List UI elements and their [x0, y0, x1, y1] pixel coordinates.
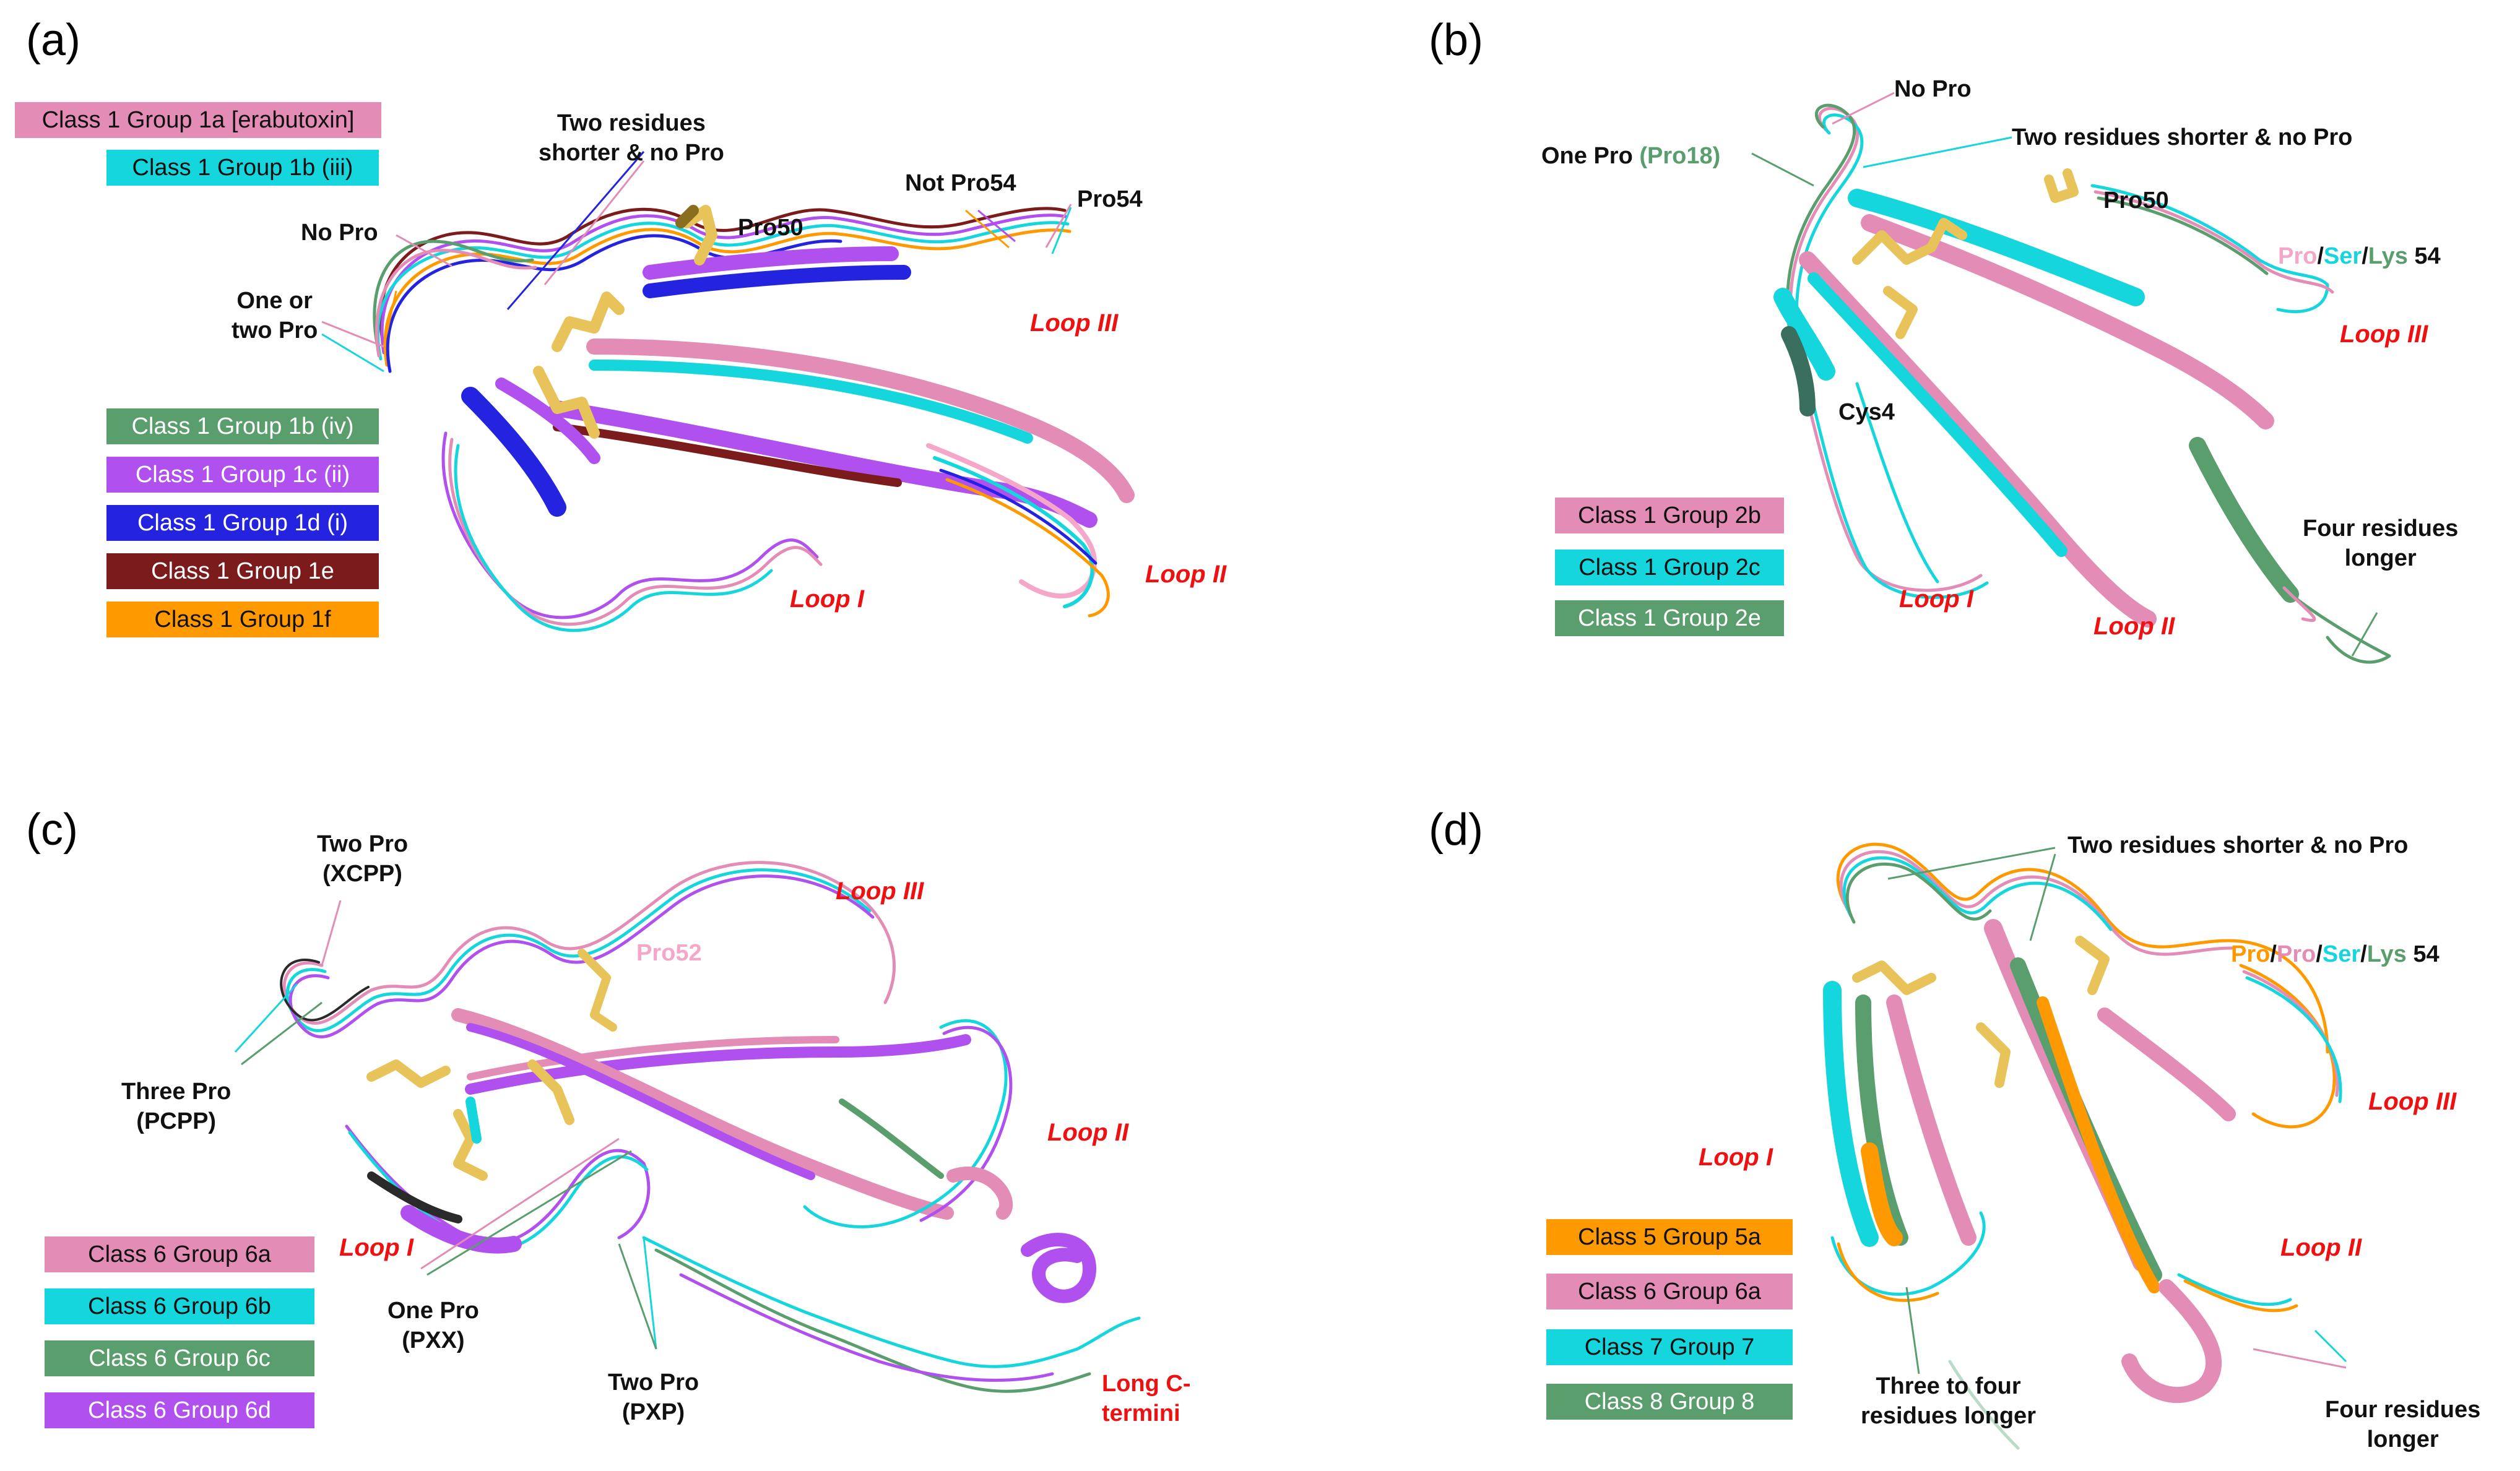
annotation-pro-pro-ser-lys-54: Pro/Pro/Ser/Lys 54	[2231, 939, 2440, 969]
annotation-no-pro: No Pro	[301, 220, 378, 246]
panel-c-leader-lines	[234, 900, 657, 1350]
legend-item: Class 1 Group 2e	[1555, 600, 1784, 636]
annotation-cys4: Cys4	[1838, 399, 1895, 425]
loop-iii-label: Loop III	[836, 878, 924, 905]
panel-a-label: (a)	[26, 15, 80, 65]
panel-c-label: (c)	[26, 805, 78, 855]
panel-d-leader-lines	[1887, 847, 2347, 1374]
annotation-two-residues: Two residues shorter & no Pro	[539, 110, 724, 166]
loop-iii-label: Loop III	[2368, 1088, 2457, 1115]
ser-text: Ser	[2323, 243, 2362, 269]
annotation-pro-ser-lys-54: Pro/Ser/Lys 54	[2278, 241, 2441, 271]
legend-item: Class 1 Group 1d (i)	[106, 505, 379, 541]
annotation-four-residues-longer: Four residues longer	[2303, 515, 2459, 571]
panel-b-leader-lines	[1751, 92, 2378, 657]
legend-item: Class 5 Group 5a	[1546, 1219, 1793, 1255]
panel-a-structure	[373, 205, 1135, 632]
legend-item: Class 1 Group 2c	[1555, 550, 1784, 585]
pro-text: Pro	[2278, 243, 2318, 269]
annotation-pro54: Pro54	[1077, 186, 1143, 212]
loop-i-label: Loop I	[790, 585, 864, 613]
slash-text: /	[2270, 941, 2277, 967]
annotation-two-residues: Two residues shorter & no Pro	[2012, 124, 2353, 150]
one-pro-text: One Pro	[1541, 143, 1633, 169]
legend-item: Class 6 Group 6d	[45, 1392, 314, 1428]
annotation-long-c-termini: Long C- termini	[1102, 1371, 1191, 1426]
loop-iii-label: Loop III	[1030, 309, 1119, 337]
residue-number-text: 54	[2407, 243, 2441, 269]
legend-item: Class 7 Group 7	[1546, 1329, 1793, 1365]
loop-i-label: Loop I	[1699, 1144, 1773, 1171]
slash-text: /	[2362, 243, 2368, 269]
panel-c-structure	[280, 861, 1141, 1393]
annotation-not-pro54: Not Pro54	[905, 170, 1016, 196]
legend-item: Class 1 Group 1b (iv)	[106, 408, 379, 444]
panel-d-structure	[1823, 842, 2342, 1450]
slash-text: /	[2317, 243, 2324, 269]
legend-item: Class 6 Group 6a	[1546, 1274, 1793, 1309]
annotation-three-to-four-longer: Three to four residues longer	[1861, 1373, 2036, 1429]
annotation-two-pro-pxp: Two Pro (PXP)	[608, 1370, 699, 1425]
panel-d-label: (d)	[1429, 805, 1483, 855]
legend-item: Class 1 Group 1f	[106, 602, 379, 637]
annotation-one-or-two-pro: One or two Pro	[232, 288, 318, 343]
slash-text: /	[2316, 941, 2323, 967]
panel-b-label: (b)	[1429, 15, 1483, 65]
lys-text: Lys	[2366, 941, 2407, 967]
pro18-text: (Pro18)	[1639, 143, 1721, 169]
loop-i-label: Loop I	[1899, 585, 1973, 613]
legend-item: Class 1 Group 1a [erabutoxin]	[15, 102, 381, 138]
loop-ii-label: Loop II	[2280, 1234, 2362, 1261]
legend-item: Class 1 Group 1b (iii)	[106, 150, 379, 186]
loop-iii-label: Loop III	[2340, 321, 2428, 348]
residue-number-text: 54	[2406, 941, 2440, 967]
pro-text: Pro	[2231, 941, 2271, 967]
pro-text: Pro	[2276, 941, 2316, 967]
loop-ii-label: Loop II	[2094, 613, 2175, 640]
legend-item: Class 6 Group 6c	[45, 1340, 314, 1376]
slash-text: /	[2360, 941, 2367, 967]
annotation-four-residues-longer: Four residues longer	[2325, 1397, 2481, 1452]
legend-item: Class 6 Group 6b	[45, 1288, 314, 1324]
legend-item: Class 6 Group 6a	[45, 1236, 314, 1272]
loop-ii-label: Loop II	[1047, 1119, 1129, 1146]
annotation-one-pro-pxx: One Pro (PXX)	[388, 1298, 479, 1353]
annotation-two-pro-xcpp: Two Pro (XCPP)	[317, 831, 409, 887]
annotation-three-pro-pcpp: Three Pro (PCPP)	[121, 1079, 232, 1134]
lys-text: Lys	[2368, 243, 2408, 269]
annotation-two-residues: Two residues shorter & no Pro	[2068, 832, 2409, 858]
annotation-one-pro: One Pro (Pro18)	[1541, 141, 1720, 171]
annotation-no-pro: No Pro	[1894, 76, 1972, 102]
loop-i-label: Loop I	[339, 1234, 414, 1261]
legend-item: Class 1 Group 1e	[106, 553, 379, 589]
ser-text: Ser	[2322, 941, 2361, 967]
loop-ii-label: Loop II	[1145, 561, 1227, 588]
legend-item: Class 8 Group 8	[1546, 1384, 1793, 1420]
legend-item: Class 1 Group 1c (ii)	[106, 457, 379, 493]
annotation-pro50: Pro50	[2103, 188, 2169, 214]
legend-item: Class 1 Group 2b	[1555, 498, 1784, 533]
panel-b-structure	[1773, 103, 2391, 664]
panel-a-leader-lines	[321, 151, 1072, 373]
annotation-pro50: Pro50	[738, 215, 803, 241]
annotation-pro52: Pro52	[636, 940, 702, 966]
